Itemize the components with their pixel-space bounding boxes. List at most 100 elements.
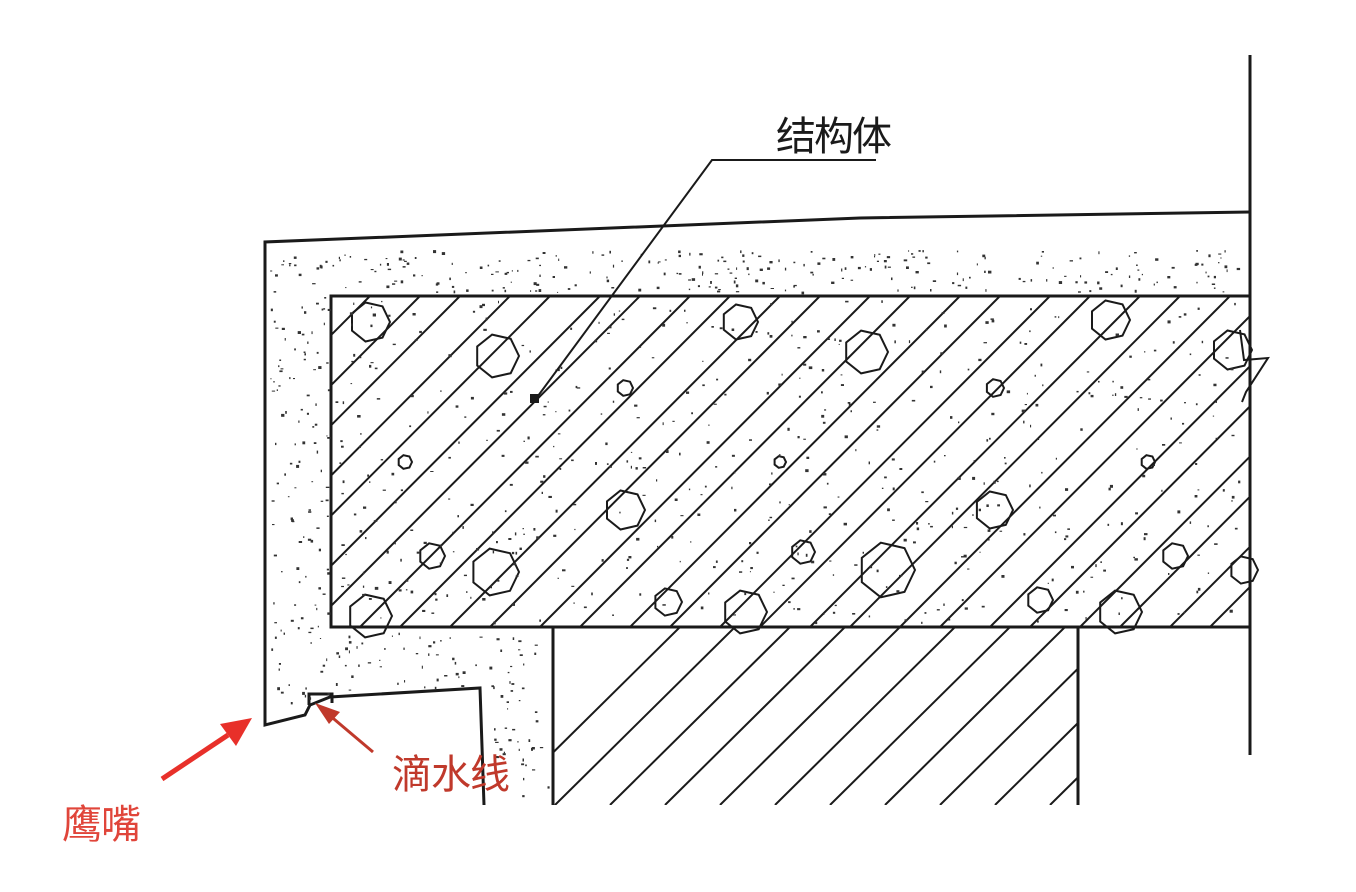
speckle <box>592 251 594 254</box>
speckle <box>476 548 480 551</box>
speckle <box>892 487 895 491</box>
speckle <box>518 748 520 751</box>
speckle <box>963 554 967 558</box>
speckle <box>915 271 919 274</box>
speckle <box>583 606 587 609</box>
speckle <box>511 270 513 272</box>
speckle <box>723 260 727 263</box>
speckle <box>1071 565 1074 569</box>
speckle <box>744 592 747 596</box>
speckle <box>341 585 344 588</box>
speckle <box>353 353 356 357</box>
speckle <box>702 360 704 362</box>
structure-leader-dot <box>530 394 539 403</box>
speckle <box>499 748 503 751</box>
speckle <box>1184 402 1186 404</box>
speckle <box>341 492 344 495</box>
speckle <box>821 391 823 394</box>
hatch-line <box>719 627 901 805</box>
speckle <box>684 309 686 312</box>
speckle <box>273 381 275 383</box>
speckle <box>279 359 282 361</box>
speckle <box>535 290 538 292</box>
speckle <box>273 602 275 605</box>
speckle <box>983 342 987 344</box>
speckle <box>466 591 468 593</box>
speckle <box>621 318 625 321</box>
speckle <box>711 326 714 328</box>
speckle <box>1153 283 1155 286</box>
speckle <box>1039 506 1041 509</box>
speckle <box>1213 287 1216 289</box>
speckle <box>1201 340 1204 344</box>
speckle <box>803 336 807 339</box>
speckle <box>374 367 378 370</box>
speckle <box>391 472 395 476</box>
speckle <box>527 259 531 262</box>
speckle <box>823 613 825 615</box>
hatch-line <box>884 627 1066 805</box>
speckle <box>721 256 724 259</box>
speckle <box>362 571 365 575</box>
speckle <box>749 571 751 573</box>
speckle <box>697 285 700 288</box>
speckle <box>398 632 400 636</box>
speckle <box>1218 262 1220 264</box>
speckle <box>534 711 538 713</box>
speckle <box>1229 609 1233 613</box>
speckle <box>492 550 495 554</box>
speckle <box>886 256 891 259</box>
speckle <box>298 541 303 543</box>
speckle <box>542 414 546 416</box>
speckle <box>1171 266 1175 269</box>
speckle <box>356 646 358 649</box>
aggregate-stone <box>975 490 1015 530</box>
speckle <box>686 391 690 394</box>
speckle <box>501 454 505 457</box>
speckle <box>325 260 328 263</box>
speckle <box>363 506 367 509</box>
speckle <box>1118 612 1120 615</box>
speckle <box>386 285 390 289</box>
speckle <box>294 264 297 267</box>
speckle <box>710 281 712 284</box>
speckle <box>989 437 991 440</box>
speckle <box>1234 527 1238 530</box>
speckle <box>904 619 908 622</box>
speckle <box>304 694 307 698</box>
speckle <box>626 460 629 463</box>
speckle <box>311 331 313 335</box>
speckle <box>303 351 306 353</box>
aggregate-stone <box>472 547 521 597</box>
speckle <box>944 455 946 457</box>
speckle <box>669 309 672 312</box>
speckle <box>1110 273 1113 276</box>
speckle <box>362 585 365 588</box>
speckle <box>558 258 560 261</box>
speckle <box>828 513 832 515</box>
speckle <box>367 474 369 477</box>
speckle <box>1023 533 1026 536</box>
speckle <box>1173 286 1177 289</box>
speckle <box>799 377 801 379</box>
speckle <box>573 503 577 506</box>
aggregate-stone <box>606 489 647 531</box>
speckle <box>746 267 749 271</box>
speckle <box>466 289 469 292</box>
speckle <box>553 445 555 448</box>
speckle <box>1197 554 1200 556</box>
speckle <box>1141 273 1143 276</box>
speckle <box>335 401 339 403</box>
speckle <box>803 438 806 440</box>
speckle <box>312 426 315 428</box>
speckle <box>305 687 307 690</box>
speckle <box>965 286 968 289</box>
speckle <box>413 274 416 277</box>
speckle <box>479 305 483 309</box>
speckle <box>954 561 957 565</box>
speckle <box>778 383 782 386</box>
speckle <box>285 411 287 414</box>
speckle <box>518 640 522 643</box>
speckle <box>876 429 879 431</box>
speckle <box>319 638 322 639</box>
